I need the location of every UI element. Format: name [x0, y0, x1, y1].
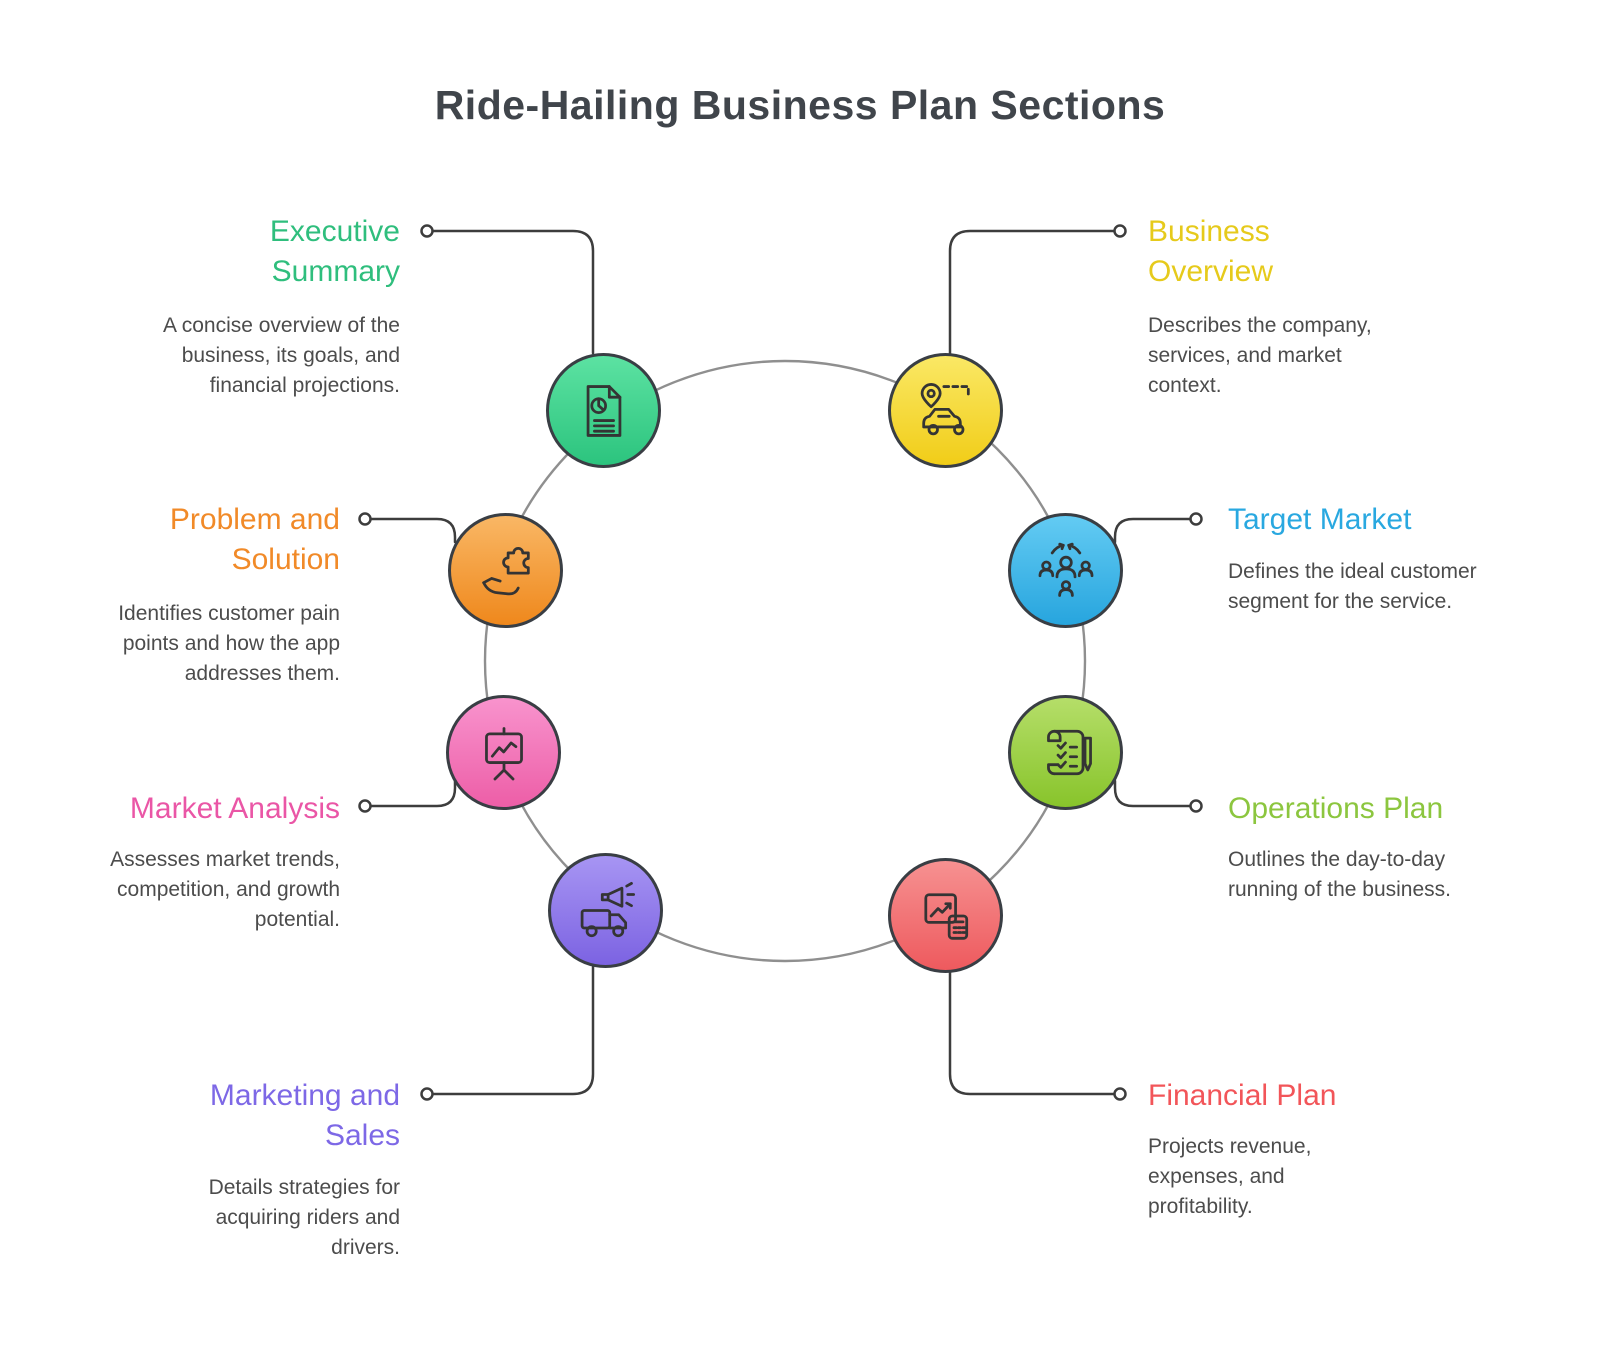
connector-endpoint-dot: [1113, 224, 1127, 238]
section-title-executive-summary: Executive Summary: [269, 215, 400, 288]
section-description-target-market: Defines the ideal customer segment for t…: [1228, 560, 1477, 614]
taxi-route-icon: [920, 382, 970, 435]
connector-endpoint-dot: [420, 1087, 434, 1101]
diagram-title: Ride-Hailing Business Plan Sections: [434, 82, 1166, 128]
section-title-marketing-and-sales: Marketing and Sales: [209, 1079, 400, 1152]
problem-and-solution-node: [448, 513, 563, 628]
section-title-operations-plan: Operations Plan: [1228, 792, 1444, 825]
section-title-financial-plan: Financial Plan: [1148, 1079, 1337, 1112]
business-overview-node: [888, 353, 1003, 468]
presentation-chart-icon: [484, 726, 523, 780]
executive-summary-node: [546, 353, 661, 468]
operations-plan-node: [1008, 695, 1123, 810]
section-description-operations-plan: Outlines the day-to-day running of the b…: [1228, 848, 1451, 902]
promo-truck-megaphone-icon: [580, 881, 635, 937]
section-description-market-analysis: Assesses market trends, competition, and…: [110, 848, 340, 932]
target-market-node: [1008, 513, 1123, 628]
section-description-financial-plan: Projects revenue, expenses, and profitab…: [1148, 1135, 1312, 1219]
section-description-problem-and-solution: Identifies customer pain points and how …: [118, 602, 340, 686]
connector-operations-plan: [1113, 779, 1192, 808]
chart-calculator-icon: [923, 892, 968, 940]
connector-endpoint-dot: [358, 512, 372, 526]
connector-financial-plan: [948, 970, 1116, 1096]
cycle-ring: [483, 359, 1087, 963]
section-title-market-analysis: Market Analysis: [129, 792, 340, 825]
customer-network-icon: [1038, 542, 1093, 597]
connector-endpoint-dot: [420, 224, 434, 238]
marketing-and-sales-node: [548, 853, 663, 968]
section-description-marketing-and-sales: Details strategies for acquiring riders …: [208, 1176, 400, 1260]
section-description-business-overview: Describes the company, services, and mar…: [1148, 314, 1372, 398]
section-title-business-overview: Business Overview: [1148, 215, 1274, 288]
connector-problem-and-solution: [369, 517, 457, 544]
connector-endpoint-dot: [1113, 1087, 1127, 1101]
puzzle-hand-icon: [481, 546, 530, 595]
connector-endpoint-dot: [1189, 799, 1203, 813]
connector-market-analysis: [369, 779, 457, 808]
connector-endpoint-dot: [1189, 512, 1203, 526]
financial-plan-node: [888, 858, 1003, 973]
connector-endpoint-dot: [358, 799, 372, 813]
document-pie-chart-icon: [586, 384, 621, 437]
market-analysis-node: [446, 695, 561, 810]
section-description-executive-summary: A concise overview of the business, its …: [163, 314, 400, 398]
connector-business-overview: [948, 229, 1116, 355]
connector-target-market: [1113, 517, 1192, 544]
connector-marketing-and-sales: [431, 965, 595, 1096]
connector-executive-summary: [431, 229, 595, 355]
section-title-target-market: Target Market: [1228, 503, 1412, 536]
checklist-pen-icon: [1046, 729, 1092, 775]
section-title-problem-and-solution: Problem and Solution: [169, 503, 340, 576]
